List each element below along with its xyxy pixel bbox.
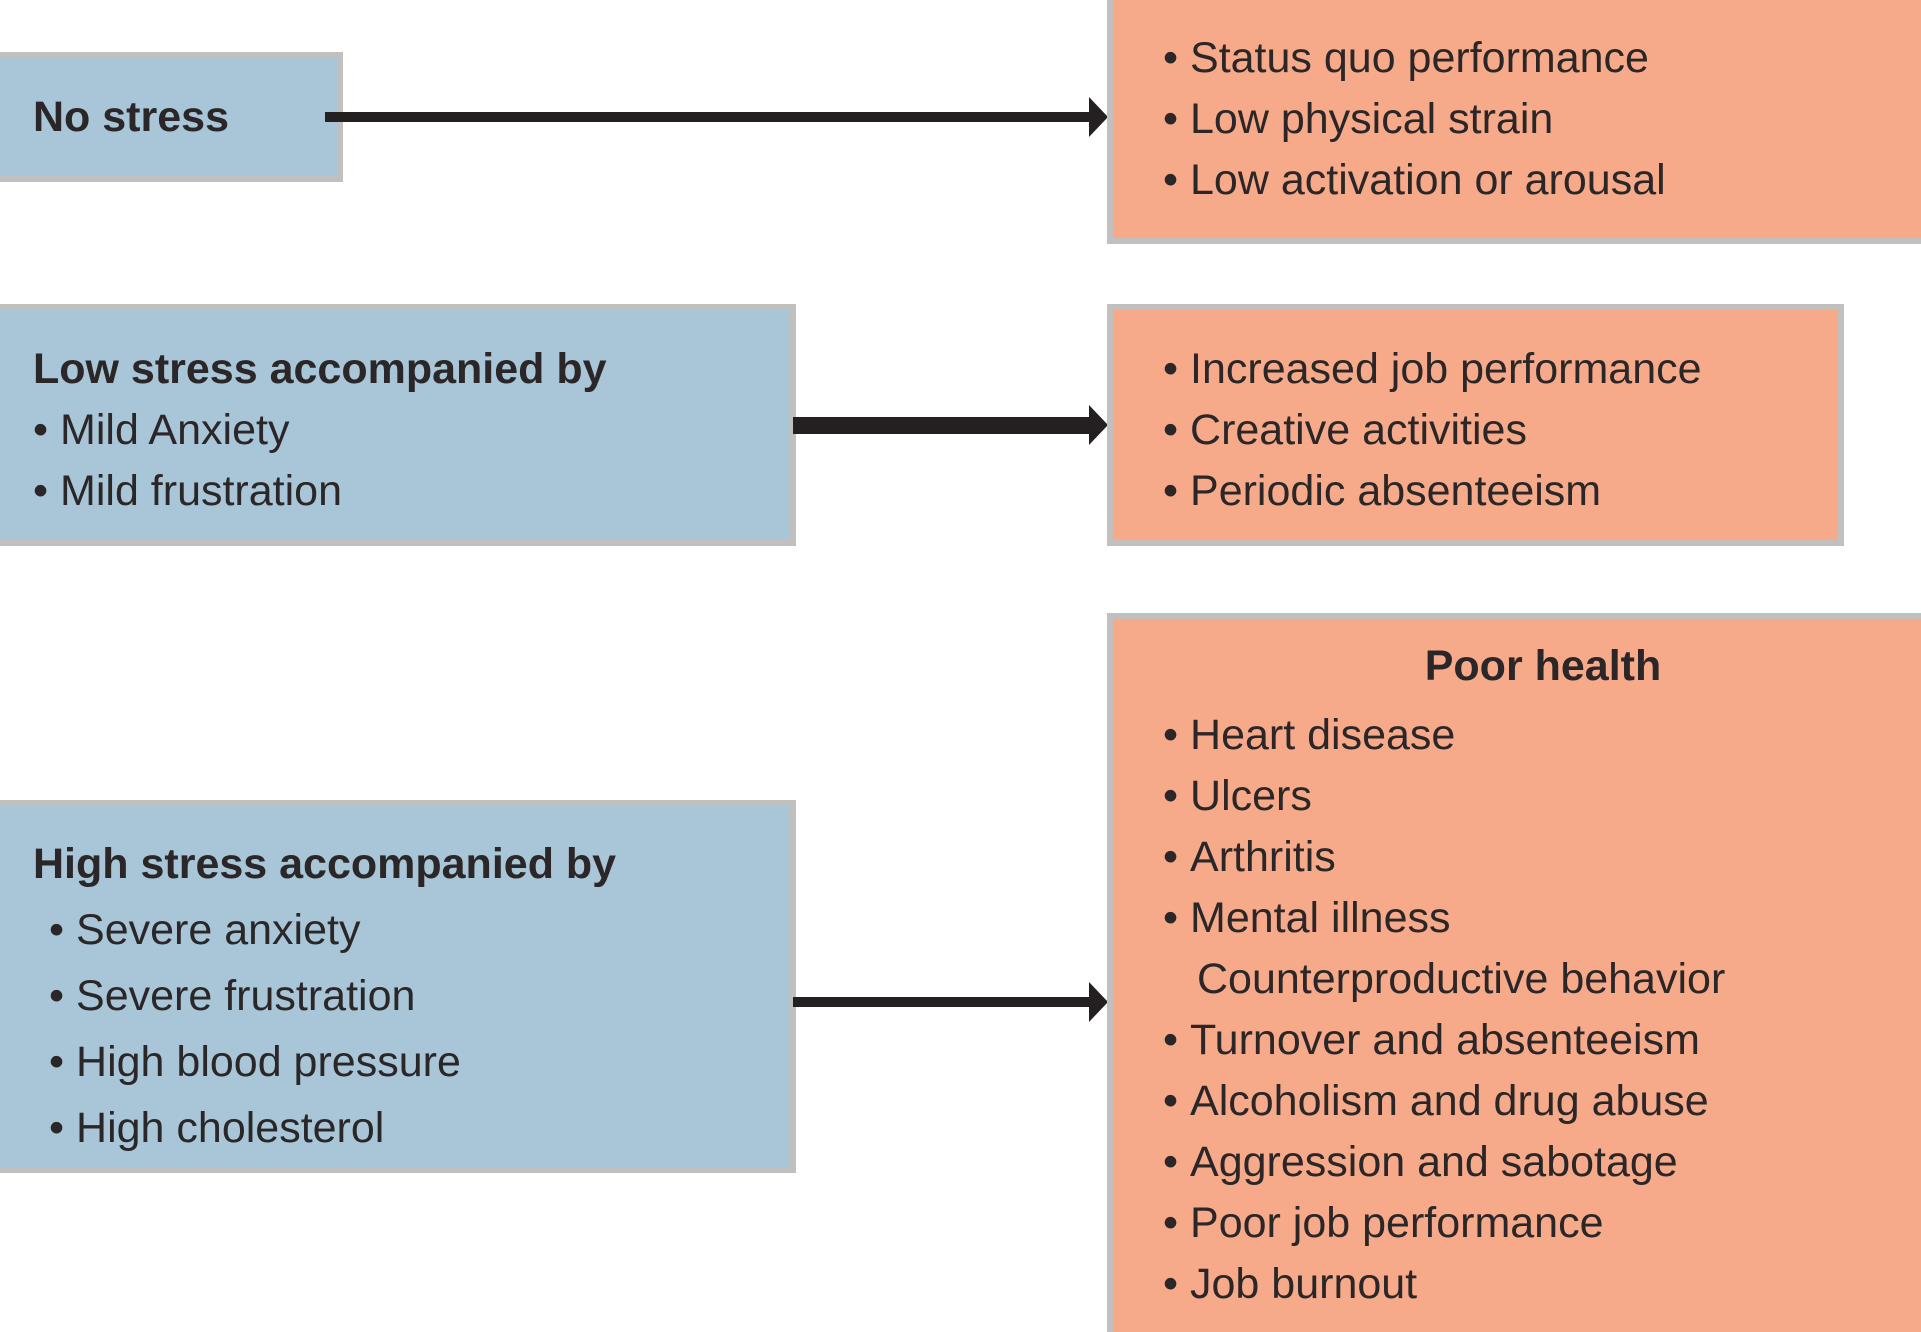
- stress-item: High blood pressure: [33, 1029, 790, 1095]
- no-stress-title: No stress: [33, 92, 229, 141]
- outcome-item: Mental illness: [1163, 888, 1921, 949]
- arrow-high-stress-head: [1089, 982, 1108, 1022]
- arrow-high-stress: [793, 997, 1093, 1007]
- stress-item: High cholesterol: [33, 1095, 790, 1161]
- outcome-item: Increased job performance: [1163, 339, 1838, 400]
- outcome-item: Low activation or arousal: [1163, 150, 1921, 211]
- arrow-no-stress: [325, 112, 1093, 122]
- stress-item: Mild Anxiety: [33, 400, 790, 461]
- high-stress-title: High stress accompanied by: [33, 840, 617, 888]
- stress-item: Severe anxiety: [33, 897, 790, 963]
- high-stress-box: High stress accompanied by Severe anxiet…: [0, 800, 796, 1173]
- outcome-item: Turnover and absenteeism: [1163, 1010, 1921, 1071]
- low-stress-outcomes-box: Increased job performance Creative activ…: [1107, 304, 1844, 546]
- outcome-item: Job burnout: [1163, 1254, 1921, 1315]
- stress-item: Severe frustration: [33, 963, 790, 1029]
- outcome-item: Arthritis: [1163, 827, 1921, 888]
- arrow-low-stress: [793, 417, 1093, 434]
- outcome-item: Periodic absenteeism: [1163, 461, 1838, 522]
- high-stress-outcomes-box: Poor health Heart disease Ulcers Arthrit…: [1107, 613, 1921, 1332]
- stress-item: Mild frustration: [33, 461, 790, 522]
- no-stress-outcomes-box: Status quo performance Low physical stra…: [1107, 0, 1921, 244]
- arrow-low-stress-head: [1089, 405, 1108, 445]
- outcome-item: Low physical strain: [1163, 89, 1921, 150]
- low-stress-box: Low stress accompanied by Mild Anxiety M…: [0, 304, 796, 546]
- outcome-item: Alcoholism and drug abuse: [1163, 1071, 1921, 1132]
- outcome-item: Heart disease: [1163, 705, 1921, 766]
- low-stress-title: Low stress accompanied by: [33, 345, 607, 393]
- outcome-item: Ulcers: [1163, 766, 1921, 827]
- outcome-item: Poor job performance: [1163, 1193, 1921, 1254]
- no-stress-box: No stress: [0, 52, 343, 182]
- outcome-item: Creative activities: [1163, 400, 1838, 461]
- poor-health-title: Poor health: [1424, 642, 1662, 690]
- arrow-no-stress-head: [1089, 97, 1108, 137]
- outcome-item-unbulleted: Counterproductive behavior: [1197, 955, 1726, 1003]
- outcome-item: Status quo performance: [1163, 28, 1921, 89]
- outcome-item: Aggression and sabotage: [1163, 1132, 1921, 1193]
